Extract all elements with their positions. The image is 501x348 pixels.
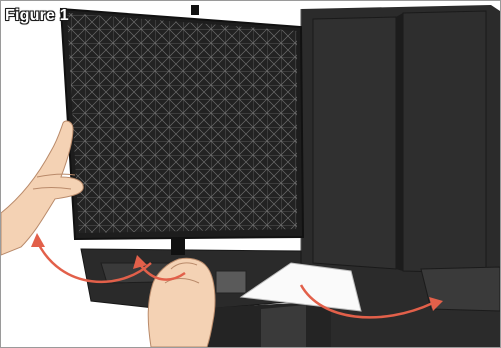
- figure-label: Figure 1: [5, 7, 69, 25]
- left-hand: [1, 121, 83, 255]
- panel-clip-top: [191, 5, 199, 15]
- panel-clip-bottom: [171, 239, 185, 255]
- foam-panel: [61, 5, 303, 255]
